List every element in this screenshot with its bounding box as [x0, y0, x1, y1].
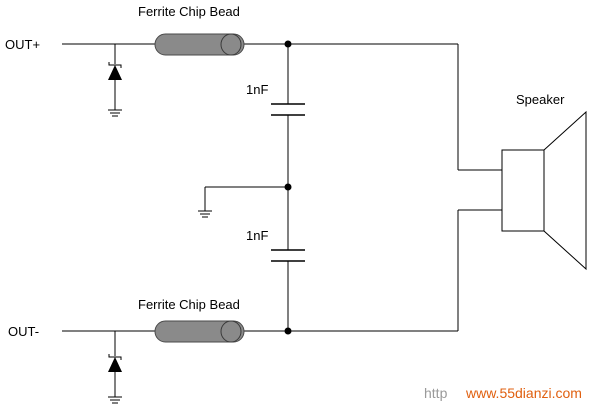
watermark: http www.55dianzi.com: [424, 385, 582, 401]
top-rail: OUT+: [5, 37, 502, 171]
ferrite-bead-top-body: [154, 33, 245, 56]
ferrite-bead-top-label: Ferrite Chip Bead: [138, 4, 240, 19]
out-minus-label: OUT-: [8, 324, 39, 339]
tvs-diode-bottom: [108, 331, 122, 404]
capacitor-bottom: 1nF: [246, 228, 305, 262]
mid-ground: [198, 186, 288, 218]
ground-symbol-top: [108, 109, 122, 117]
tvs-diode-bottom-triangle: [108, 357, 122, 372]
ferrite-bead-bottom-body: [154, 320, 245, 343]
ferrite-bead-top: Ferrite Chip Bead: [138, 4, 245, 56]
speaker-label: Speaker: [516, 92, 565, 107]
capacitor-bottom-label: 1nF: [246, 228, 268, 243]
ground-symbol-bottom: [108, 396, 122, 404]
ferrite-bead-bottom-end: [220, 320, 242, 343]
ferrite-bead-bottom: Ferrite Chip Bead: [138, 297, 245, 343]
ferrite-bead-bottom-label: Ferrite Chip Bead: [138, 297, 240, 312]
speaker-magnet: [501, 149, 545, 232]
capacitor-top: 1nF: [246, 82, 305, 116]
watermark-prefix: http: [424, 385, 448, 401]
tvs-diode-top: [108, 44, 122, 117]
capacitor-top-label: 1nF: [246, 82, 268, 97]
ferrite-bead-top-end: [220, 33, 242, 56]
speaker-cone: [543, 110, 587, 271]
capacitor-column: 1nF 1nF: [198, 40, 305, 335]
watermark-site: www.55dianzi.com: [465, 385, 582, 401]
bottom-rail: OUT-: [8, 209, 502, 339]
speaker: Speaker: [501, 92, 587, 271]
tvs-diode-top-triangle: [108, 65, 122, 80]
out-plus-label: OUT+: [5, 37, 40, 52]
